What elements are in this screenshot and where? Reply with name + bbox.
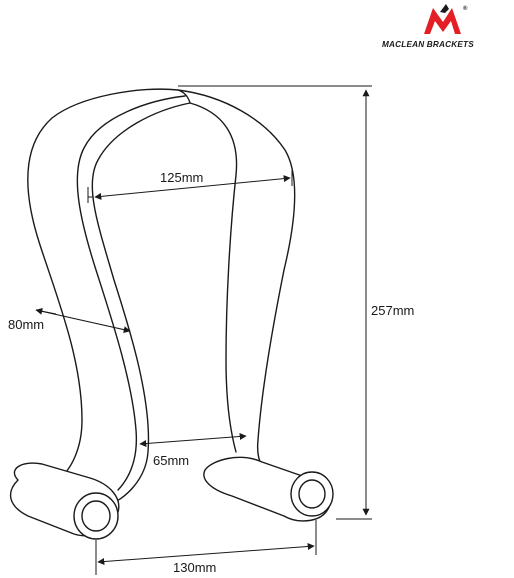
dimension-label-neck-width: 65mm	[153, 453, 189, 468]
maclean-m-logo-accent	[440, 4, 449, 13]
dimension-height: 257mm	[178, 85, 414, 520]
dimension-thickness: 80mm	[8, 307, 131, 334]
dimension-label-inner-width: 125mm	[160, 170, 203, 185]
dimension-label-base-width: 130mm	[173, 560, 216, 575]
dimension-label-thickness: 80mm	[8, 317, 44, 332]
dimension-base-width: 130mm	[95, 520, 317, 575]
registered-mark: ®	[463, 5, 468, 12]
back-base-cylinder	[203, 456, 334, 522]
front-base-cylinder	[9, 462, 120, 540]
brand-name: MACLEAN BRACKETS	[382, 40, 474, 49]
dimension-inner-width: 125mm	[87, 170, 293, 203]
stand-front-panel	[27, 88, 191, 506]
dimension-neck-width: 65mm	[139, 432, 247, 468]
dimension-label-height: 257mm	[371, 303, 414, 318]
stand-back-panel	[177, 89, 296, 477]
brand-logo: ® MACLEAN BRACKETS	[382, 4, 474, 49]
maclean-m-logo-icon	[424, 8, 461, 34]
